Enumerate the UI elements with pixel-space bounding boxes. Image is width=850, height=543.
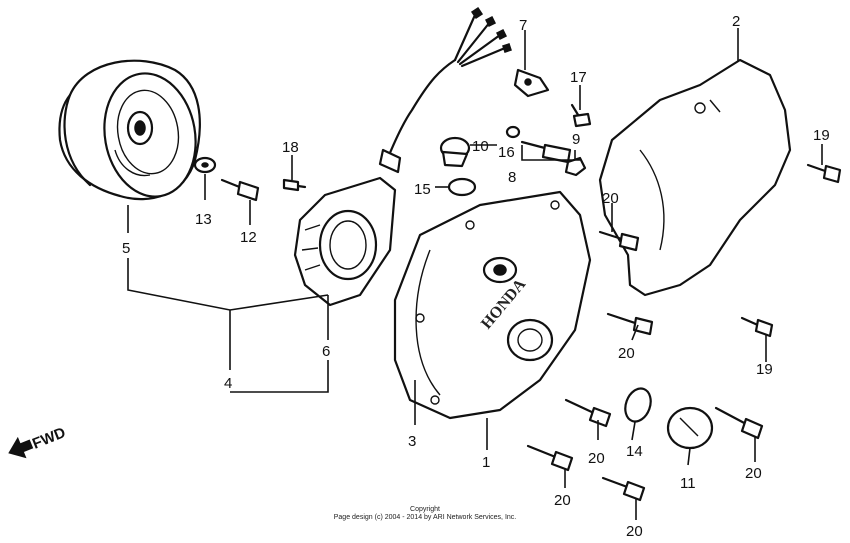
bolt-19-upper	[806, 163, 842, 184]
callout-12: 12	[240, 229, 257, 246]
callout-5: 5	[122, 240, 130, 257]
bolt-20-f	[714, 406, 764, 440]
callout-20-c: 20	[588, 450, 605, 467]
fwd-label: FWD	[30, 424, 68, 453]
bolt-17	[570, 103, 592, 128]
callout-15: 15	[414, 181, 431, 198]
cap	[666, 406, 714, 450]
callout-7: 7	[519, 17, 527, 34]
washer	[193, 156, 217, 174]
flywheel-bolt	[220, 178, 260, 202]
o-ring-16	[505, 125, 521, 139]
bolt-20-d	[526, 444, 574, 472]
callout-3: 3	[408, 433, 416, 450]
copyright-footer: Copyright Page design (c) 2004 - 2014 by…	[0, 506, 850, 522]
callout-20-d: 20	[745, 465, 762, 482]
flywheel-rotor	[58, 59, 201, 201]
callout-labels: 1 2 3 4 5 6 7 8 9 10 11 12 13 14 15 16 1…	[122, 13, 830, 540]
callout-8: 8	[508, 169, 516, 186]
callout-18: 18	[282, 139, 299, 156]
callout-11: 11	[680, 475, 696, 492]
stator-screw	[282, 178, 307, 192]
callout-16: 16	[498, 144, 515, 161]
side-cover	[598, 58, 792, 297]
callout-20-f: 20	[626, 523, 643, 540]
callout-14: 14	[626, 443, 643, 460]
crankcase-cover: HONDA	[393, 190, 592, 420]
arrow-left-icon	[8, 436, 34, 459]
callout-17: 17	[570, 69, 587, 86]
callout-10: 10	[472, 138, 489, 155]
wire-clamp	[513, 68, 550, 98]
callout-1: 1	[482, 454, 490, 471]
bolt-20-b	[606, 312, 654, 336]
copyright-line-2: Page design (c) 2004 - 2014 by ARI Netwo…	[333, 514, 517, 521]
callout-6: 6	[322, 343, 330, 360]
plug	[439, 136, 471, 168]
callout-20-b: 20	[618, 345, 635, 362]
stator-assembly	[293, 6, 512, 307]
fwd-arrow: FWD	[8, 424, 68, 459]
bolt-19-lower	[740, 316, 774, 338]
bolt-20-e	[601, 476, 646, 502]
callout-9: 9	[572, 131, 580, 148]
nut	[564, 156, 587, 177]
o-ring-15	[447, 177, 477, 197]
callout-2: 2	[732, 13, 740, 30]
leader-lines	[127, 28, 823, 520]
copyright-line-1: Copyright	[410, 506, 440, 513]
callout-13: 13	[195, 211, 212, 228]
shaft	[520, 140, 572, 164]
callout-19-upper: 19	[813, 127, 830, 144]
o-ring-14	[624, 387, 652, 423]
callout-19-lower: 19	[756, 361, 773, 378]
bolt-20-c	[564, 398, 612, 428]
callout-4: 4	[224, 375, 232, 392]
callout-20-e: 20	[554, 492, 571, 509]
callout-20-a: 20	[602, 190, 619, 207]
bolt-20-a	[598, 230, 640, 252]
